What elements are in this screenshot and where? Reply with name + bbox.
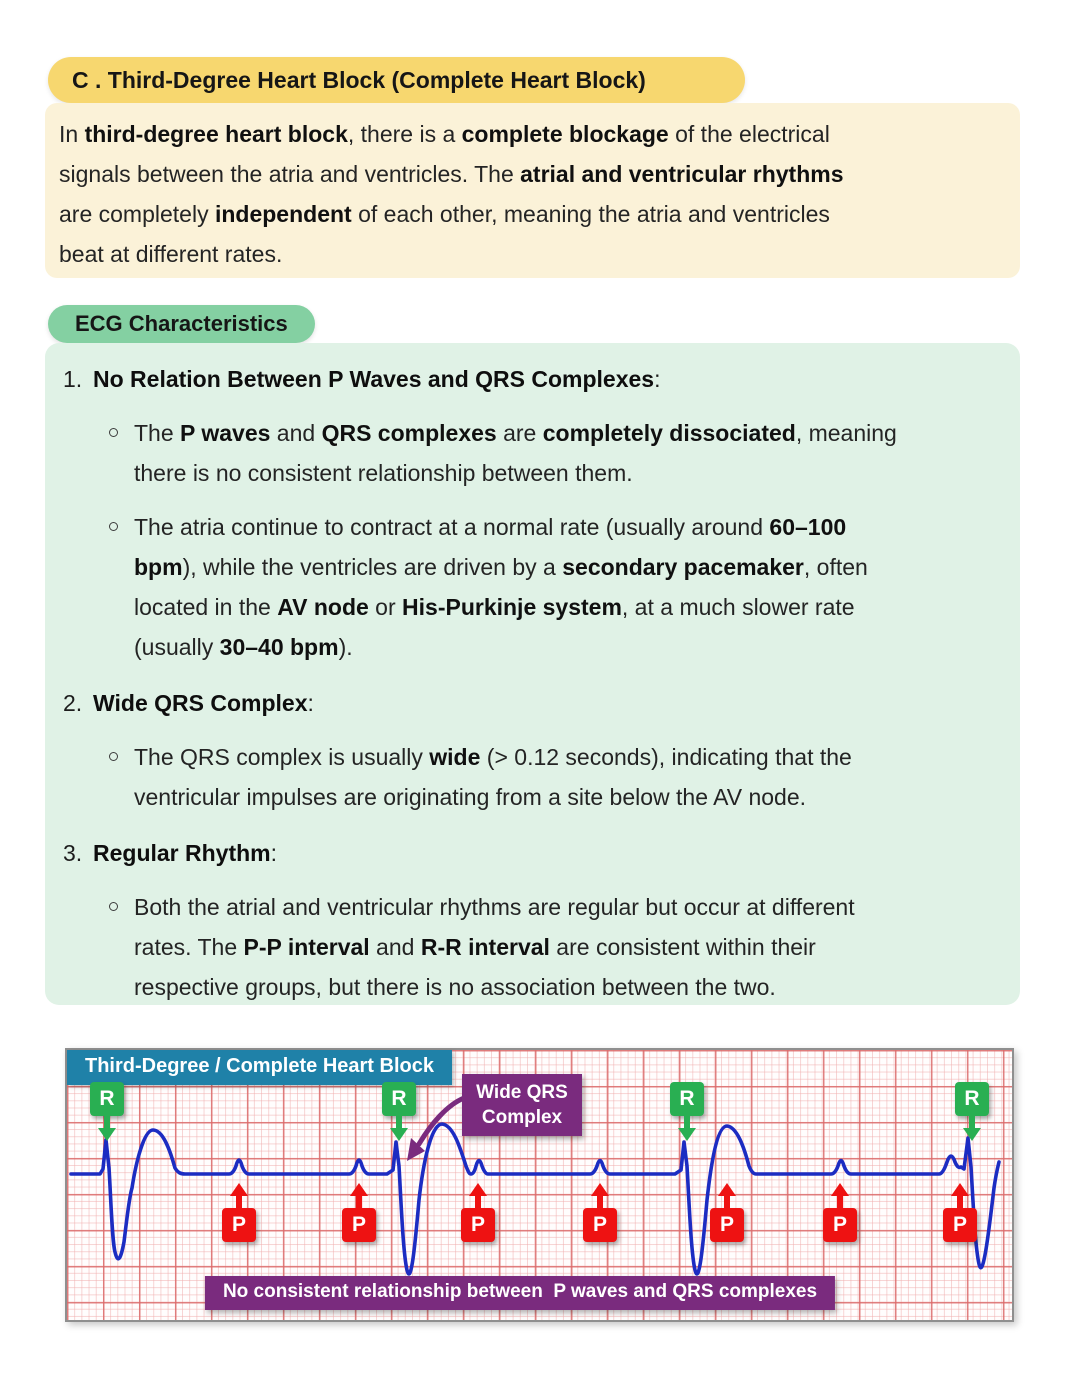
list-item-number: 2. xyxy=(63,690,83,716)
up-arrow-icon xyxy=(951,1183,969,1208)
p-badge: P xyxy=(823,1208,857,1242)
up-arrow-icon xyxy=(350,1183,368,1208)
down-arrow-icon xyxy=(390,1116,408,1141)
wide-qrs-callout: Wide QRS Complex xyxy=(462,1074,582,1136)
p-wave-marker: P xyxy=(222,1182,256,1242)
up-arrow-icon xyxy=(230,1183,248,1208)
up-arrow-icon xyxy=(831,1183,849,1208)
up-arrow-icon xyxy=(718,1183,736,1208)
bullet-circle-icon xyxy=(109,522,118,531)
bullet-text: The atria continue to contract at a norm… xyxy=(134,514,868,660)
p-wave-marker: P xyxy=(342,1182,376,1242)
down-arrow-icon xyxy=(963,1116,981,1141)
ecg-figure: Third-Degree / Complete Heart Block R R … xyxy=(65,1048,1014,1322)
list-item-colon: : xyxy=(654,366,661,392)
list-item-heading: 3. Regular Rhythm: xyxy=(63,833,1002,873)
p-wave-marker: P xyxy=(461,1182,495,1242)
r-wave-marker: R xyxy=(670,1082,704,1142)
r-badge: R xyxy=(382,1082,416,1116)
up-arrow-icon xyxy=(591,1183,609,1208)
intro-card: In third-degree heart block, there is a … xyxy=(45,103,1020,278)
r-badge: R xyxy=(955,1082,989,1116)
r-wave-marker: R xyxy=(955,1082,989,1142)
list-item-colon: : xyxy=(270,840,278,866)
bullet-circle-icon xyxy=(109,752,118,761)
list-item-heading-text: No Relation Between P Waves and QRS Comp… xyxy=(93,366,655,392)
p-badge: P xyxy=(222,1208,256,1242)
ecg-characteristics-card: 1. No Relation Between P Waves and QRS Co… xyxy=(45,343,1020,1005)
list-item-colon: : xyxy=(307,690,314,716)
r-wave-marker: R xyxy=(382,1082,416,1142)
list-bullet: The P waves and QRS complexes are comple… xyxy=(63,413,1002,493)
list-item-heading-text: Regular Rhythm xyxy=(93,840,271,866)
bullet-circle-icon xyxy=(109,428,118,437)
p-badge: P xyxy=(583,1208,617,1242)
p-wave-marker: P xyxy=(823,1182,857,1242)
list-bullet: The QRS complex is usually wide (> 0.12 … xyxy=(63,737,1002,817)
list-item-number: 1. xyxy=(63,366,83,392)
callout-arrow-curve xyxy=(416,1095,467,1147)
p-wave-marker: P xyxy=(943,1182,977,1242)
r-badge: R xyxy=(90,1082,124,1116)
p-badge: P xyxy=(943,1208,977,1242)
wide-qrs-callout-line2: Complex xyxy=(481,1107,563,1128)
up-arrow-icon xyxy=(469,1183,487,1208)
list-item-number: 3. xyxy=(63,840,83,866)
list-item-heading-text: Wide QRS Complex xyxy=(93,690,308,716)
section-title-pill: C . Third-Degree Heart Block (Complete H… xyxy=(48,57,745,103)
intro-paragraph: In third-degree heart block, there is a … xyxy=(59,121,844,267)
down-arrow-icon xyxy=(98,1116,116,1141)
p-wave-marker: P xyxy=(583,1182,617,1242)
bullet-text: Both the atrial and ventricular rhythms … xyxy=(134,894,855,1000)
list-bullet: The atria continue to contract at a norm… xyxy=(63,507,1002,667)
p-badge: P xyxy=(461,1208,495,1242)
r-wave-marker: R xyxy=(90,1082,124,1142)
figure-title-badge: Third-Degree / Complete Heart Block xyxy=(67,1050,452,1085)
r-badge: R xyxy=(670,1082,704,1116)
list-item-heading: 2. Wide QRS Complex: xyxy=(63,683,1002,723)
down-arrow-icon xyxy=(678,1116,696,1141)
p-badge: P xyxy=(342,1208,376,1242)
p-badge: P xyxy=(710,1208,744,1242)
bullet-circle-icon xyxy=(109,902,118,911)
p-wave-marker: P xyxy=(710,1182,744,1242)
figure-banner: No consistent relationship between P wav… xyxy=(204,1276,836,1310)
list-item-heading: 1. No Relation Between P Waves and QRS Co… xyxy=(63,359,1002,399)
bullet-text: The P waves and QRS complexes are comple… xyxy=(134,420,897,486)
ecg-characteristics-pill: ECG Characteristics xyxy=(48,305,315,343)
ecg-waveform-path xyxy=(69,1122,1001,1276)
ecg-trace xyxy=(69,1095,1001,1276)
bullet-text: The QRS complex is usually wide (> 0.12 … xyxy=(134,744,852,810)
wide-qrs-callout-line1: Wide QRS xyxy=(476,1082,568,1103)
list-bullet: Both the atrial and ventricular rhythms … xyxy=(63,887,1002,1005)
callout-arrowhead xyxy=(407,1138,425,1161)
